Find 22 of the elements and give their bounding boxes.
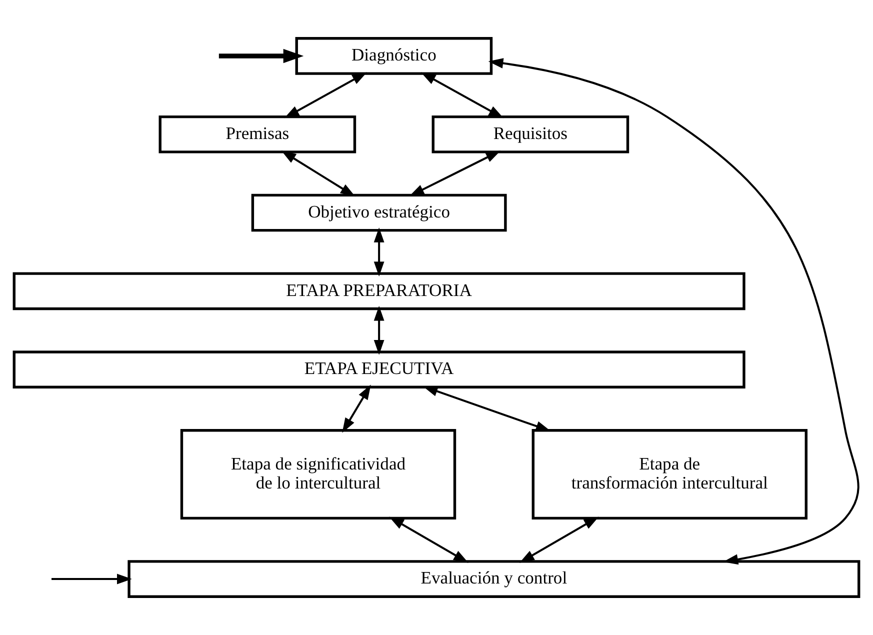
node-box: Objetivo estratégico xyxy=(251,194,507,232)
arrow xyxy=(409,150,501,196)
node-box: Premisas xyxy=(158,115,356,154)
arrow xyxy=(284,72,367,118)
node-box: ETAPA EJECUTIVA xyxy=(12,350,746,388)
arrow xyxy=(52,574,132,584)
arrow xyxy=(389,516,468,563)
node-box: Evaluación y control xyxy=(128,560,860,598)
arrow xyxy=(342,384,371,433)
node-box: Etapa de transformación intercultural xyxy=(532,429,808,520)
node-box: Etapa de significatividad de lo intercultural xyxy=(180,429,456,520)
arrow xyxy=(374,227,384,276)
arrow xyxy=(488,58,860,565)
node-box: ETAPA PREPARATORIA xyxy=(12,272,746,310)
arrow xyxy=(420,72,504,118)
arrow xyxy=(218,48,304,64)
arrow xyxy=(422,386,551,432)
arrow xyxy=(519,516,599,563)
node-box: Diagnóstico xyxy=(295,37,493,75)
node-box: Requisitos xyxy=(432,115,630,154)
arrow xyxy=(374,306,384,355)
arrow xyxy=(281,150,356,197)
